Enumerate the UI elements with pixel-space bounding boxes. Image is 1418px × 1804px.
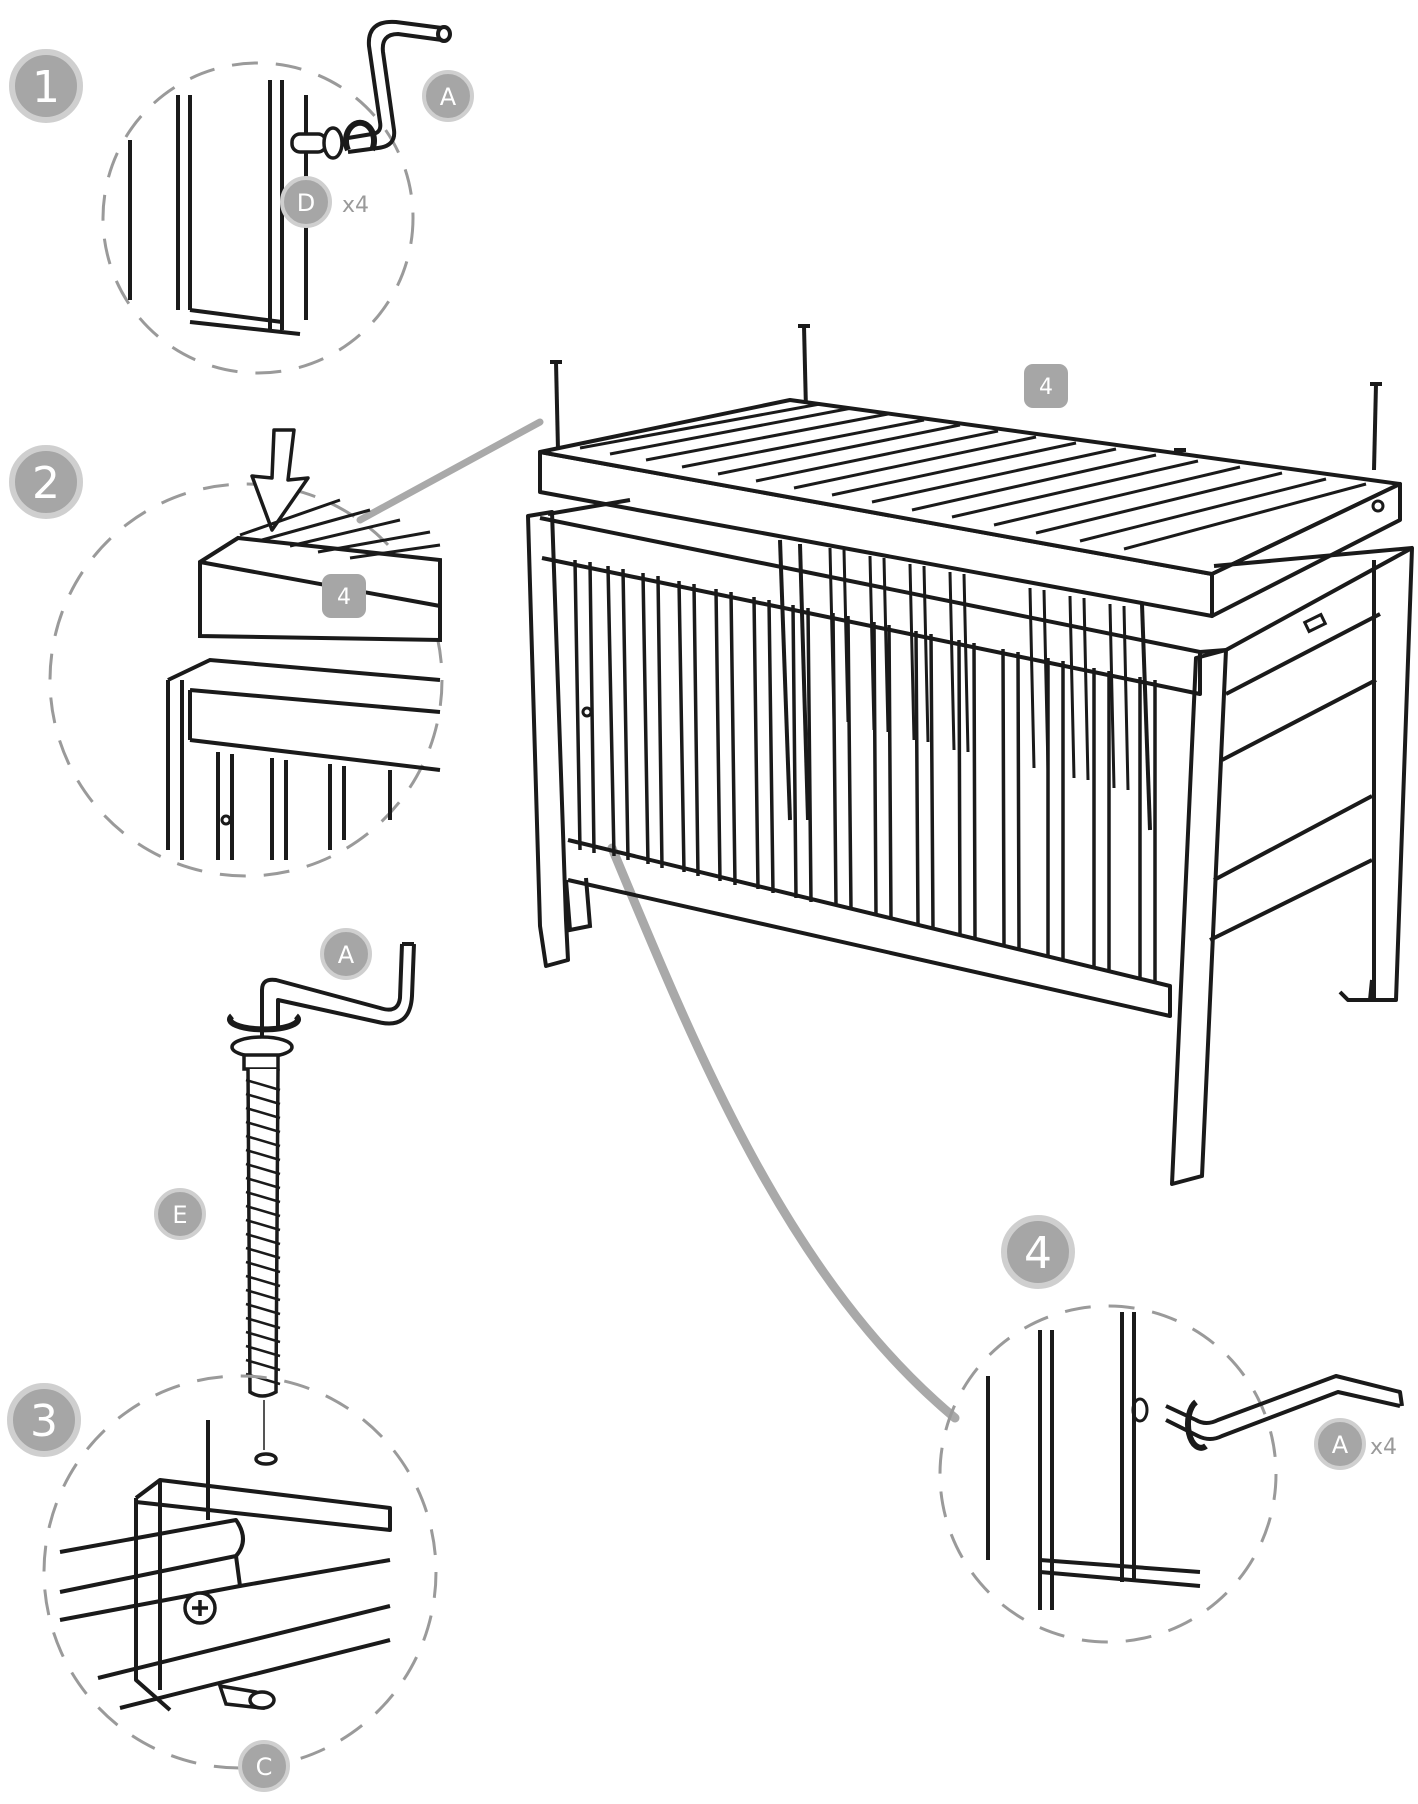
svg-text:4: 4 [1024, 1228, 1052, 1279]
step1-detail [101, 19, 452, 375]
svg-text:2: 2 [32, 458, 60, 509]
part-c-badge: C [238, 1740, 290, 1792]
cam-nut-icon [183, 1452, 278, 1711]
allen-key-icon [260, 942, 416, 1038]
step4-dashed-circle [938, 1304, 1278, 1644]
svg-text:4: 4 [337, 585, 351, 610]
part-e-badge: E [154, 1188, 206, 1240]
svg-text:A: A [440, 83, 457, 111]
leader-step4 [607, 843, 960, 1423]
step4-detail [938, 1304, 1404, 1644]
svg-text:4: 4 [1039, 375, 1053, 400]
part-d-badge: D [280, 176, 332, 228]
bolt-icon [230, 1035, 294, 1398]
main-crib [526, 324, 1414, 1186]
part-a-badge-step3: A [320, 928, 372, 980]
slat-base-tag-main: 4 [1024, 364, 1068, 408]
allen-key-icon [347, 19, 452, 154]
step4-badge: 4 [1001, 1215, 1075, 1289]
svg-text:1: 1 [32, 62, 60, 113]
rotate-arrow-icon [227, 1013, 301, 1033]
down-arrow-icon [250, 428, 310, 532]
svg-text:A: A [338, 941, 355, 969]
part-a-badge-step1: A [422, 70, 474, 122]
part-d-qty: x4 [342, 193, 369, 218]
step3-badge: 3 [7, 1383, 81, 1457]
svg-text:A: A [1332, 1431, 1349, 1459]
step1-badge: 1 [9, 49, 83, 123]
washer-icon [290, 126, 344, 160]
svg-text:C: C [256, 1753, 273, 1781]
step3-detail [42, 942, 438, 1770]
part-a-qty: x4 [1370, 1435, 1397, 1460]
svg-text:3: 3 [30, 1396, 58, 1447]
svg-text:D: D [297, 189, 315, 217]
svg-text:E: E [172, 1201, 187, 1229]
allen-key-icon [1165, 1374, 1404, 1441]
rotate-arrow-icon [343, 119, 377, 152]
step2-badge: 2 [9, 445, 83, 519]
part-a-badge-step4: A [1314, 1418, 1366, 1470]
step1-dashed-circle [101, 61, 415, 375]
step3-dashed-circle [42, 1374, 438, 1770]
leader-step2 [356, 418, 544, 524]
step2-dashed-circle [48, 482, 444, 878]
step2-detail [48, 428, 444, 878]
leader-lines [356, 418, 960, 1423]
slat-base-tag-detail: 4 [322, 574, 366, 618]
rotate-arrow-icon [1185, 1399, 1208, 1451]
